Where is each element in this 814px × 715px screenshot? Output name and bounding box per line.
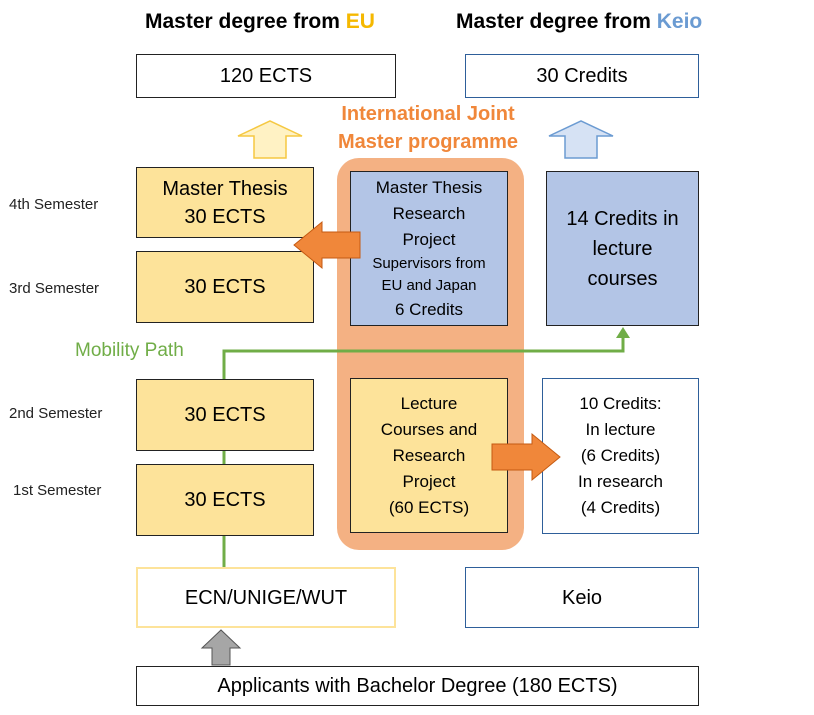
eu-degree-header: Master degree from EU — [145, 10, 405, 34]
joint-thesis-box: Master Thesis Research Project Superviso… — [350, 171, 508, 326]
keio-degree-header: Master degree from Keio — [456, 10, 756, 34]
joint-thesis-line1: Master Thesis — [375, 177, 483, 197]
eu-up-arrow — [237, 120, 303, 159]
joint-thesis-line3: Project — [402, 229, 456, 249]
eu-institutions-box: ECN/UNIGE/WUT — [136, 567, 396, 628]
thesis-left-arrow — [293, 220, 361, 270]
joint-programme-title-line1: International Joint — [341, 103, 515, 125]
joint-programme-title: International Joint Master programme — [300, 100, 556, 156]
joint-lecture-box: Lecture Courses and Research Project (60… — [350, 378, 508, 533]
applicants-box: Applicants with Bachelor Degree (180 ECT… — [136, 666, 699, 706]
joint-thesis-line4: Supervisors from — [372, 254, 486, 272]
eu-semester-2-label: 30 ECTS — [184, 404, 266, 426]
eu-institutions-label: ECN/UNIGE/WUT — [184, 586, 348, 609]
keio-degree-header-highlight: Keio — [656, 10, 703, 33]
joint-thesis-line2: Research — [392, 203, 466, 223]
keio-credits-line5: (4 Credits) — [580, 498, 661, 517]
keio-up-arrow — [548, 120, 614, 159]
eu-semester-3-box: 30 ECTS — [136, 251, 314, 323]
eu-semester-1-box: 30 ECTS — [136, 464, 314, 536]
applicants-label: Applicants with Bachelor Degree (180 ECT… — [217, 675, 618, 697]
eu-degree-box: 120 ECTS — [136, 54, 396, 98]
mobility-path-route — [222, 336, 625, 379]
semester-label-3: 3rd Semester — [9, 280, 100, 297]
keio-institution-box: Keio — [465, 567, 699, 628]
eu-semester-4-line1: Master Thesis — [162, 177, 288, 200]
keio-lecture-line1: 14 Credits in — [566, 207, 679, 230]
joint-lecture-line4: Project — [402, 471, 456, 491]
keio-credits-line2: In lecture — [585, 420, 656, 439]
keio-lecture-line2: lecture — [592, 237, 653, 260]
keio-credits-line4: In research — [577, 472, 664, 491]
keio-degree-box-label: 30 Credits — [536, 65, 628, 87]
joint-lecture-line5: (60 ECTS) — [388, 497, 470, 517]
semester-label-1: 1st Semester — [13, 482, 102, 499]
mobility-path-label: Mobility Path — [75, 340, 184, 361]
eu-semester-4-box: Master Thesis 30 ECTS — [136, 167, 314, 238]
semester-label-4: 4th Semester — [9, 196, 99, 213]
eu-semester-2-box: 30 ECTS — [136, 379, 314, 451]
eu-semester-3-label: 30 ECTS — [184, 276, 266, 298]
joint-lecture-line2: Courses and — [380, 419, 478, 439]
eu-semester-1-label: 30 ECTS — [184, 489, 266, 511]
mobility-path-arrowhead — [616, 327, 630, 338]
semester-label-2: 2nd Semester — [9, 405, 103, 422]
joint-thesis-line6: 6 Credits — [394, 299, 464, 319]
lecture-right-arrow — [491, 432, 561, 482]
joint-thesis-line5: EU and Japan — [381, 276, 477, 294]
joint-lecture-line3: Research — [392, 445, 466, 465]
keio-institution-label: Keio — [561, 586, 603, 609]
eu-degree-header-prefix: Master degree from — [145, 10, 346, 33]
joint-lecture-line1: Lecture — [400, 393, 458, 413]
applicants-up-arrow — [200, 629, 242, 666]
eu-degree-header-highlight: EU — [345, 10, 375, 33]
keio-lecture-line3: courses — [587, 267, 658, 290]
keio-degree-box: 30 Credits — [465, 54, 699, 98]
keio-credits-line3: (6 Credits) — [580, 446, 661, 465]
joint-programme-title-line2: Master programme — [337, 131, 519, 153]
keio-credits-line1: 10 Credits: — [579, 394, 662, 413]
eu-semester-4-line2: 30 ECTS — [184, 205, 266, 228]
keio-lecture-box: 14 Credits in lecture courses — [546, 171, 699, 326]
keio-degree-header-prefix: Master degree from — [456, 10, 657, 33]
eu-degree-box-label: 120 ECTS — [219, 65, 313, 87]
